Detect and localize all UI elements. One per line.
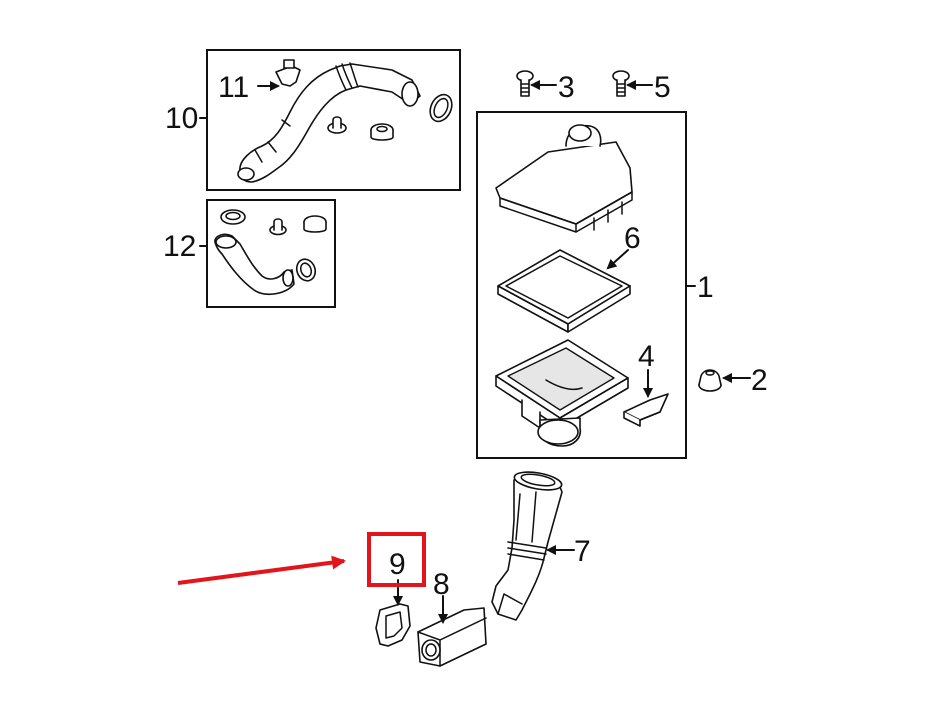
group-10-frame [206,49,461,191]
air-scoop-part-8 [417,607,487,667]
duct-clamp-ring [429,93,453,123]
callout-6: 6 [624,222,641,255]
hose-kit-group-12: 12 [163,199,336,308]
air-cleaner-lower-housing [495,339,629,447]
highlight-box-part-9 [367,532,426,587]
bent-hose [214,233,295,296]
callout-6-arrow [606,249,629,270]
screw-part-5 [612,70,630,97]
duct-kit-group-10: 10 [165,49,461,191]
push-pin-small [269,218,287,236]
callout-4: 4 [638,340,655,373]
mount-grommet-part-2 [698,369,722,392]
callout-2: 2 [751,364,768,397]
sensor-part-11 [275,59,301,87]
callout-9: 9 [389,548,406,581]
inlet-tube-part-7 [491,471,563,621]
group-12-frame [206,199,336,308]
bracket-part-4 [623,393,669,427]
air-cleaner-cover [495,124,633,233]
callout-7: 7 [574,535,591,568]
grommet-part [370,123,394,141]
callout-5: 5 [654,71,671,104]
callout-8: 8 [433,568,450,601]
air-filter-element [497,249,631,333]
callout-12: 12 [163,230,196,263]
screw-part-3 [516,70,534,97]
callout-1: 1 [697,271,714,304]
grommet-small [303,215,327,233]
clamp-ring-small [220,209,246,225]
highlight-arrow [177,555,346,585]
push-pin-part [327,116,347,134]
inlet-duct-hose [237,62,421,183]
callout-3: 3 [558,71,575,104]
air-cleaner-assembly-group-1: 1 6 [476,111,714,459]
callout-10: 10 [165,102,198,135]
callout-11: 11 [218,71,249,104]
seal-part-9 [375,603,411,647]
hose-end-clamp [295,258,317,282]
